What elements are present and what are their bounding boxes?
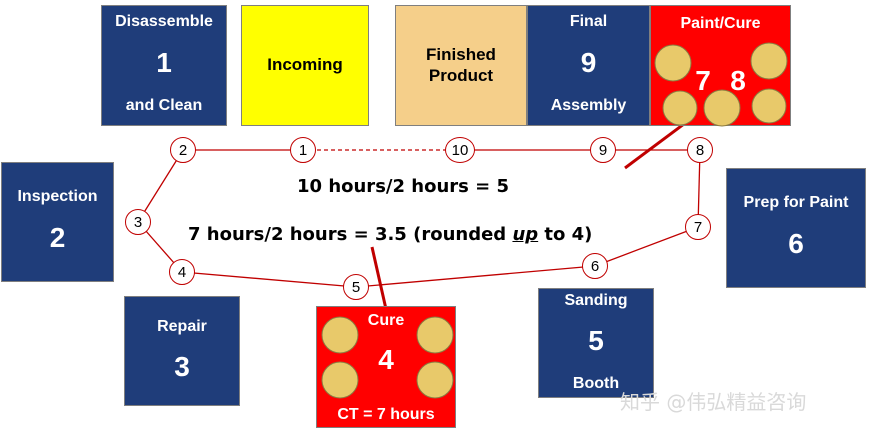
box-incoming-label: Incoming [267, 55, 343, 74]
box-disassemble-bottom: and Clean [125, 97, 203, 114]
box-final-bottom: Assembly [550, 97, 627, 114]
equation-cure-count: 7 hours/2 hours = 3.5 (rounded up to 4) [188, 224, 592, 245]
oven-disc [416, 316, 454, 354]
box-paint-cure-num-b: 8 [730, 65, 746, 96]
box-prep-for-paint: Prep for Paint 6 [726, 168, 866, 288]
box-disassemble-top: Disassemble [115, 13, 213, 30]
oven-disc [662, 90, 698, 126]
oven-disc [750, 42, 788, 80]
cure-oven-discs [321, 316, 454, 399]
node-6: 6 [582, 253, 608, 279]
box-sanding-top: Sanding [564, 292, 628, 309]
box-repair: Repair 3 [124, 296, 240, 406]
box-sanding-num: 5 [588, 325, 604, 356]
box-inspection: Inspection 2 [1, 162, 114, 282]
box-repair-top: Repair [157, 318, 207, 335]
line-5-4 [181, 271, 357, 288]
node-8: 8 [687, 137, 713, 163]
box-paint-cure-num-a: 7 [695, 65, 711, 96]
equation-loop-count: 10 hours/2 hours = 5 [297, 176, 509, 197]
oven-disc [321, 316, 359, 354]
box-finished-line2: Product [428, 66, 494, 85]
line-3-2 [137, 149, 184, 223]
watermark: 知乎 @伟弘精益咨询 [620, 390, 807, 414]
node-1: 1 [290, 137, 316, 163]
oven-disc [703, 89, 741, 127]
box-repair-num: 3 [174, 351, 190, 382]
box-disassemble-num: 1 [156, 47, 172, 78]
box-cure: Cure 4 CT = 7 hours [316, 306, 456, 428]
box-incoming: Incoming [241, 5, 369, 126]
box-paint-cure: Paint/Cure 7 8 [650, 5, 791, 127]
node-3: 3 [125, 209, 151, 235]
box-sanding-bottom: Booth [572, 375, 620, 392]
box-inspection-top: Inspection [17, 188, 98, 205]
node-2: 2 [170, 137, 196, 163]
oven-disc [321, 361, 359, 399]
box-prep-num: 6 [788, 228, 804, 259]
equation-cure-pre: 7 hours/2 hours = 3.5 (rounded [188, 224, 513, 245]
node-4: 4 [169, 259, 195, 285]
box-finished-product: Finished Product [395, 5, 527, 126]
node-10: 10 [445, 137, 475, 163]
box-prep-top: Prep for Paint [743, 194, 849, 211]
oven-disc [751, 88, 787, 124]
line-7-6 [594, 226, 699, 267]
box-final-top: Final [569, 13, 608, 30]
oven-disc [654, 44, 692, 82]
box-cure-num: 4 [378, 344, 394, 375]
node-9: 9 [590, 137, 616, 163]
box-final-num: 9 [580, 47, 597, 78]
paint-oven-discs [654, 42, 788, 127]
box-paint-cure-top: Paint/Cure [680, 15, 761, 32]
box-inspection-num: 2 [49, 222, 66, 253]
oven-disc [416, 361, 454, 399]
box-cure-bottom: CT = 7 hours [337, 406, 435, 423]
box-disassemble: Disassemble 1 and Clean [101, 5, 227, 126]
box-cure-top: Cure [367, 312, 405, 329]
node-5: 5 [343, 274, 369, 300]
equation-cure-post: to 4) [538, 224, 593, 245]
box-sanding-booth: Sanding 5 Booth [538, 288, 654, 398]
box-final-assembly: Final 9 Assembly [527, 5, 650, 126]
box-finished-line1: Finished [426, 45, 496, 64]
line-6-5 [355, 265, 596, 288]
equation-cure-emphasis: up [512, 224, 539, 245]
node-7: 7 [685, 214, 711, 240]
